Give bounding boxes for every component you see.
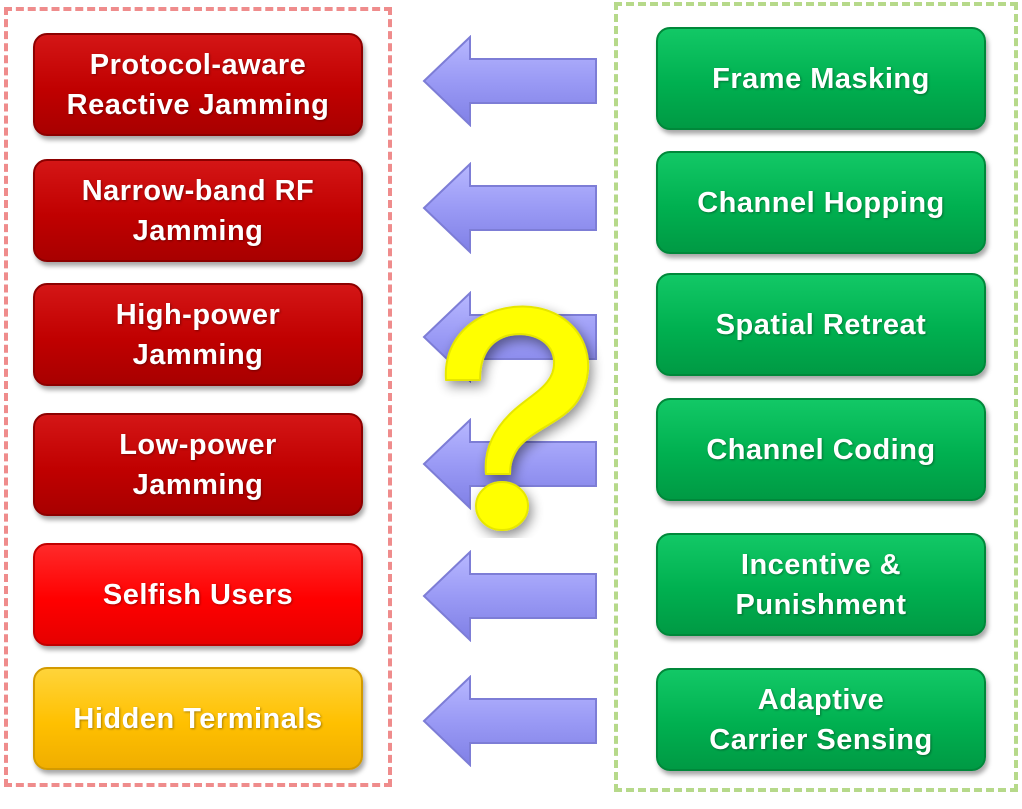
left-arrow-icon (422, 162, 597, 254)
countermeasure-frame-masking: Frame Masking (656, 27, 986, 130)
threat-protocol-aware-reactive-jamming: Protocol-aware Reactive Jamming (33, 33, 363, 136)
countermeasure-incentive-punishment: Incentive & Punishment (656, 533, 986, 636)
threat-high-power-jamming: High-power Jamming (33, 283, 363, 386)
threats-group-frame (4, 7, 392, 787)
threat-selfish-users: Selfish Users (33, 543, 363, 646)
countermeasures-group-frame (614, 2, 1018, 792)
countermeasure-spatial-retreat: Spatial Retreat (656, 273, 986, 376)
left-arrow-icon (422, 35, 597, 127)
threat-low-power-jamming: Low-power Jamming (33, 413, 363, 516)
countermeasure-channel-coding: Channel Coding (656, 398, 986, 501)
left-arrow-icon (422, 550, 597, 642)
question-mark-icon (444, 305, 590, 531)
countermeasure-adaptive-carrier-sensing: Adaptive Carrier Sensing (656, 668, 986, 771)
countermeasure-channel-hopping: Channel Hopping (656, 151, 986, 254)
left-arrow-icon (422, 675, 597, 767)
threat-hidden-terminals: Hidden Terminals (33, 667, 363, 770)
threat-narrow-band-rf-jamming: Narrow-band RF Jamming (33, 159, 363, 262)
